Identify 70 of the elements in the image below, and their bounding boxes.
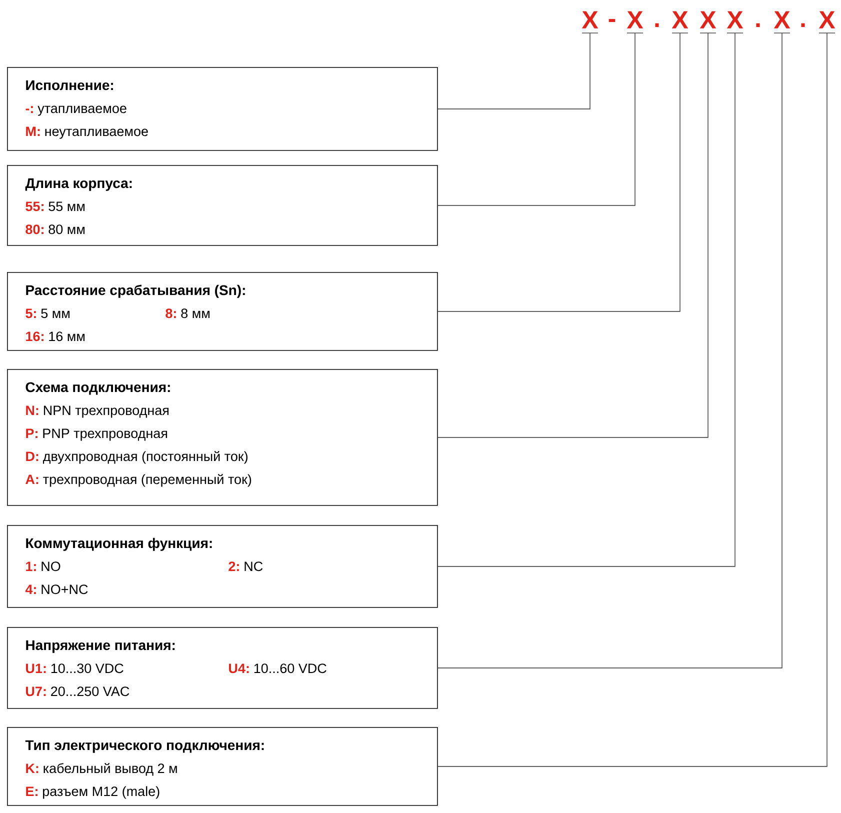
option-text: 55 мм: [48, 202, 85, 212]
option-box: [7, 369, 438, 506]
code-letter: X: [818, 11, 836, 34]
option-box: [7, 165, 438, 246]
separator: .: [801, 23, 805, 27]
option-text: разъем M12 (male): [42, 786, 160, 799]
code-letter: X: [626, 11, 644, 34]
option-box: [7, 67, 438, 151]
leader-line: [438, 32, 680, 312]
section-heading: Коммутационная функция:: [26, 538, 212, 551]
option-text: 10...60 VDC: [254, 664, 326, 674]
leader-line: [438, 32, 828, 767]
option-code: E:: [26, 786, 38, 796]
option-text: 8 мм: [181, 308, 210, 318]
separator: .: [756, 23, 760, 27]
option-code: U7:: [26, 686, 46, 696]
leader-line: [438, 32, 782, 668]
option-text: двухпроводная (постоянный ток): [42, 450, 248, 464]
option-box: [7, 272, 438, 351]
option-text: трехпроводная (переменный ток): [43, 474, 252, 487]
option-code: 55:: [26, 202, 44, 212]
option-text: кабельный вывод 2 м: [44, 762, 177, 776]
option-text: NO: [42, 562, 60, 572]
code-letter: X: [726, 11, 744, 34]
option-code: U4:: [229, 664, 249, 674]
option-box: [7, 727, 438, 806]
option-code: 8:: [166, 308, 176, 318]
option-text: NO+NC: [42, 584, 88, 594]
section-heading: Исполнение:: [26, 80, 114, 90]
leader-line: [438, 32, 636, 206]
option-code: P:: [26, 428, 38, 438]
option-box: [7, 525, 438, 608]
separator: .: [655, 23, 659, 27]
option-text: PNP трехпроводная: [43, 428, 168, 441]
code-letter: X: [774, 11, 790, 34]
option-text: 5 мм: [41, 308, 70, 318]
option-code: 16:: [26, 332, 44, 342]
option-code: A:: [26, 474, 38, 484]
option-box: [7, 627, 438, 709]
option-text: 16 мм: [49, 332, 85, 342]
option-code: U1:: [26, 664, 46, 674]
section-heading: Расстояние срабатывания (Sn):: [26, 284, 245, 298]
code-letter: X: [672, 11, 688, 34]
option-text: неутапливаемое: [45, 128, 148, 139]
option-code: 80:: [26, 224, 44, 234]
option-code: N:: [26, 406, 38, 415]
section-heading: Напряжение питания:: [26, 640, 175, 653]
separator: -: [608, 19, 616, 22]
leader-line: [438, 32, 590, 110]
option-code: D:: [26, 452, 38, 461]
option-code: M:: [26, 126, 40, 136]
option-code: 5:: [26, 308, 36, 318]
option-text: NC: [244, 562, 263, 572]
option-text: утапливаемое: [38, 106, 126, 116]
code-letter: X: [582, 11, 598, 34]
section-heading: Длина корпуса:: [25, 178, 132, 191]
leader-line: [438, 32, 708, 438]
section-heading: Схема подключения:: [26, 382, 170, 395]
section-heading: Тип электрического подключения:: [25, 740, 264, 753]
option-text: 80 мм: [48, 224, 85, 234]
option-code: 1:: [26, 562, 36, 571]
option-text: NPN трехпроводная: [44, 406, 169, 418]
code-letter: X: [700, 11, 716, 34]
option-code: 4:: [25, 584, 36, 594]
leader-line: [438, 32, 736, 567]
option-code: -:: [26, 106, 33, 113]
option-text: 10...30 VDC: [51, 664, 124, 674]
option-code: 2:: [228, 562, 239, 571]
option-code: K:: [26, 764, 38, 773]
option-text: 20...250 VAC: [51, 686, 130, 696]
